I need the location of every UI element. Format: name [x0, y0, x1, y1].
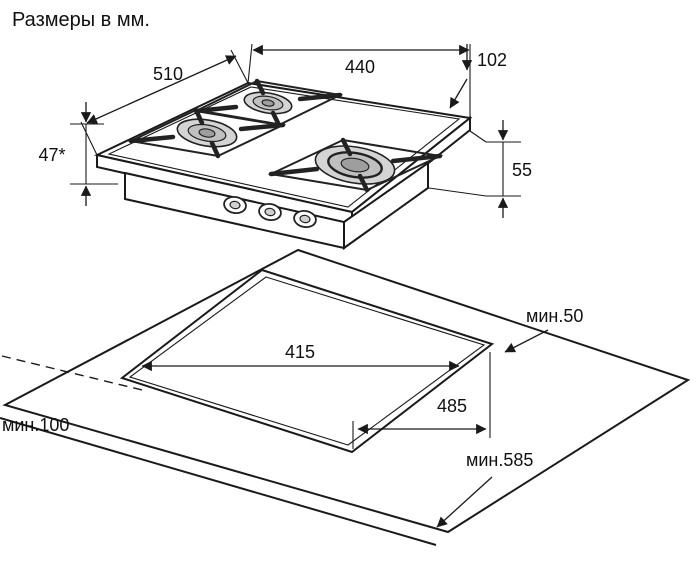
hob-top-view: 440 102 510 47* 55 — [38, 43, 532, 250]
dim-height-47-graphics — [70, 102, 118, 206]
burner-small — [243, 91, 293, 115]
dim-offset-102-graphics — [449, 44, 473, 109]
min-worktop-depth-leader — [436, 476, 493, 528]
dim-cutout-485-graphics — [352, 352, 491, 449]
control-knobs — [223, 195, 317, 229]
pan-supports — [127, 78, 444, 193]
dim-depth-510-graphics — [80, 49, 249, 156]
worktop-outline — [2, 248, 691, 534]
min-side-clearance-label: мин.100 — [2, 415, 69, 435]
cutout-inner-rim — [128, 276, 486, 446]
dim-cutout-depth-label: 485 — [437, 396, 467, 416]
min-back-clearance-label: мин.50 — [526, 306, 583, 326]
pan-support-left — [127, 107, 287, 159]
worktop-front-edge-line — [0, 417, 437, 546]
knob-2 — [258, 202, 282, 222]
burners — [176, 91, 396, 185]
dim-height-left-label: 47* — [38, 145, 65, 165]
knob-1 — [223, 195, 247, 215]
dim-hob-width-label: 440 — [345, 57, 375, 77]
pan-support-right — [267, 137, 444, 193]
hob-surface-rim — [107, 86, 461, 208]
min-back-clearance-leader — [504, 329, 549, 353]
dim-height-right-label: 55 — [512, 160, 532, 180]
page-title: Размеры в мм. — [12, 9, 150, 31]
hob-underbox-right — [343, 161, 429, 250]
dim-corner-offset-label: 102 — [477, 50, 507, 70]
burner-medium — [176, 118, 238, 148]
worktop-continuation-dashed-line — [1, 355, 143, 391]
knob-3 — [293, 209, 317, 229]
dim-width-440-graphics — [247, 43, 471, 118]
cutout-outline — [119, 268, 495, 454]
burner-large — [314, 145, 396, 185]
min-worktop-depth-label: мин.585 — [466, 450, 533, 470]
dim-hob-depth-label: 510 — [153, 64, 183, 84]
dim-cutout-width-label: 415 — [285, 342, 315, 362]
dim-height-55-graphics — [428, 120, 521, 218]
installation-cutout-view: 415 485 мин.50 мин.100 мин.585 — [0, 248, 691, 546]
